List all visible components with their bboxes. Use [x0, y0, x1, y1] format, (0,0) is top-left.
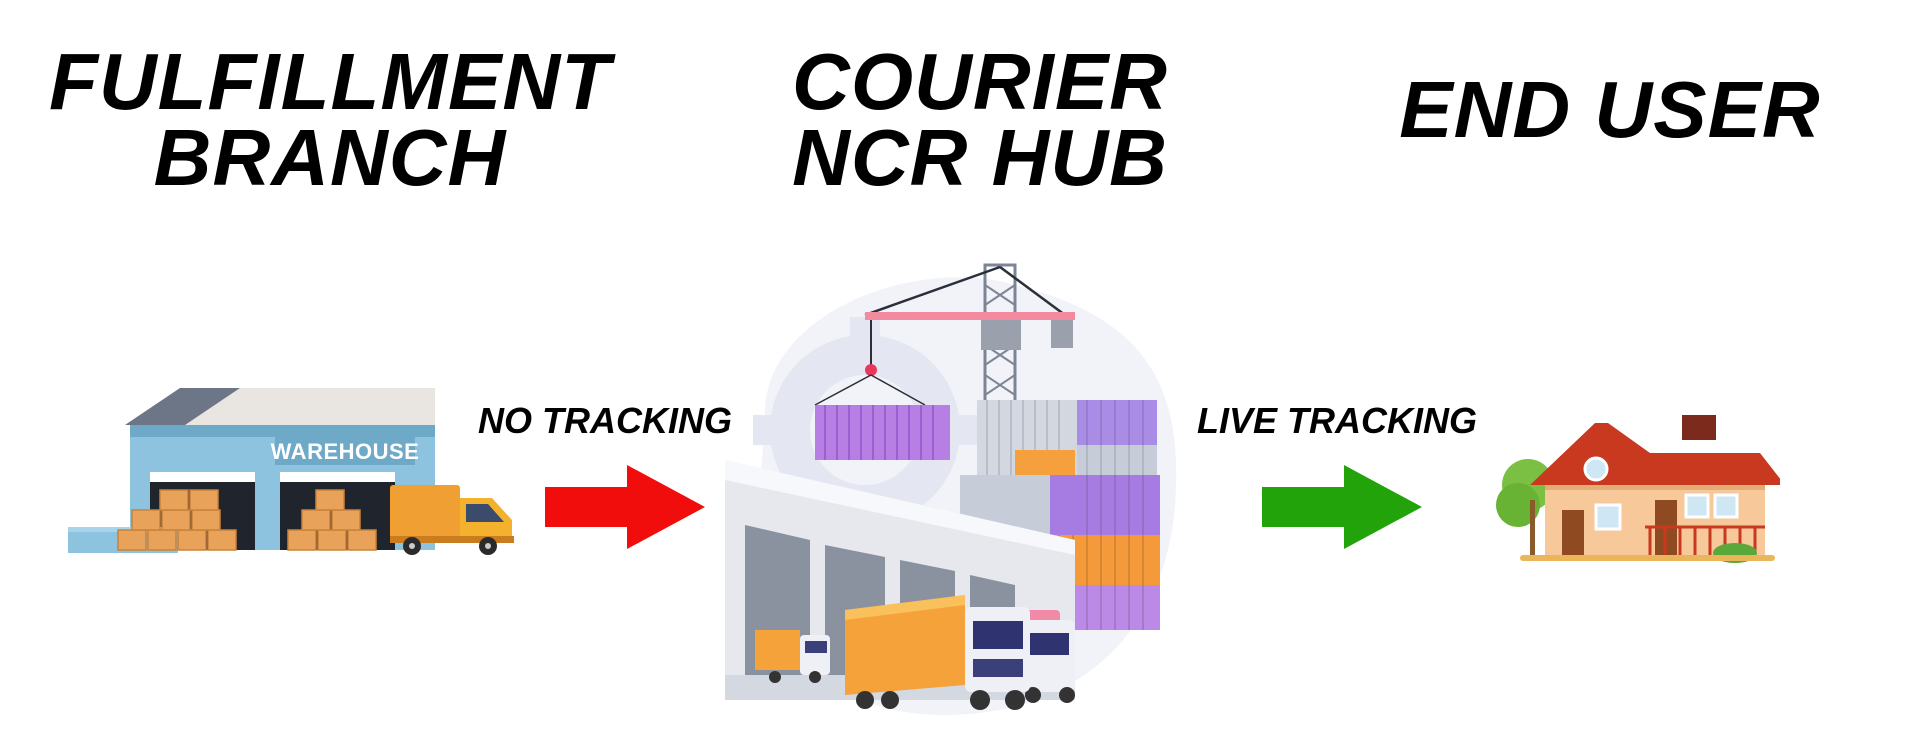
- crane-icon: [814, 263, 1075, 407]
- house-wall-shadow: [1545, 485, 1765, 490]
- courier-title-line2: NCR HUB: [792, 113, 1168, 202]
- fulfillment-title-line2: BRANCH: [153, 113, 507, 202]
- end-user-title-text: END USER: [1399, 65, 1821, 154]
- warehouse-door-right-shutter: [280, 472, 395, 482]
- house-chimney: [1682, 415, 1716, 440]
- delivery-truck: [390, 485, 514, 555]
- warehouse-eave: [130, 425, 435, 437]
- end-user-title: END USER: [1330, 70, 1890, 150]
- house-roof: [1530, 423, 1780, 485]
- container-stack: [960, 400, 1160, 630]
- house-icon: [1496, 415, 1780, 563]
- no-tracking-label: NO TRACKING: [478, 400, 732, 441]
- live-tracking-arrow-icon: [1262, 465, 1422, 549]
- fulfillment-title-line1: FULFILLMENT: [49, 37, 611, 126]
- courier-hub-title: COURIER NCR HUB: [720, 37, 1240, 202]
- warehouse-sign-board: [275, 435, 415, 465]
- courier-title-line1: COURIER: [792, 37, 1168, 126]
- warehouse-sign-text: WAREHOUSE: [271, 439, 420, 464]
- box-stack-left: [117, 489, 237, 551]
- hanging-container-icon: [815, 405, 950, 460]
- no-tracking-arrow-icon: [545, 465, 705, 549]
- warehouse-roof-side: [125, 388, 240, 425]
- house-windows: [1594, 493, 1739, 531]
- house-porch-rail: [1645, 525, 1765, 555]
- house-round-window: [1583, 456, 1609, 482]
- warehouse-icon: WAREHOUSE: [68, 388, 514, 555]
- hub-truck-large: [845, 595, 1030, 710]
- live-tracking-label: LIVE TRACKING: [1197, 400, 1478, 441]
- hub-truck-small: [755, 630, 830, 683]
- house-ground: [1520, 555, 1775, 561]
- logistics-hub-icon: [725, 263, 1177, 715]
- fulfillment-branch-title: FULFILLMENT BRANCH: [0, 37, 660, 202]
- box-stack-right: [287, 489, 377, 551]
- tree-icon: [1496, 459, 1554, 558]
- house-door: [1562, 510, 1584, 555]
- warehouse-door-left-shutter: [150, 472, 255, 482]
